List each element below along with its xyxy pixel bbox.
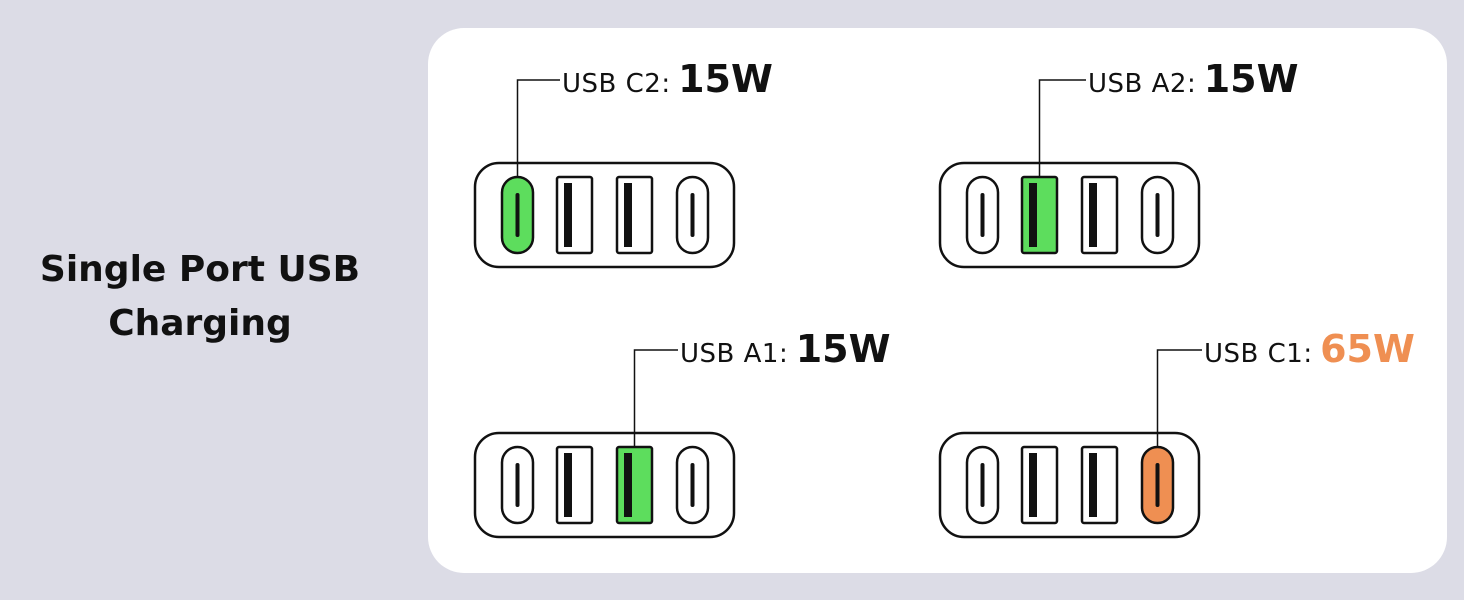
wattage-value: 15W <box>678 57 773 101</box>
usb-a-tongue <box>1029 453 1037 517</box>
usb-a-port <box>555 445 594 525</box>
leader-line <box>1156 349 1202 447</box>
usb-a-port <box>615 175 654 255</box>
usb-a-port <box>1080 175 1119 255</box>
usb-a-port <box>555 175 594 255</box>
wattage-value: 15W <box>1203 57 1299 101</box>
wattage-value: 15W <box>795 327 891 371</box>
usb-a-port <box>1020 445 1059 525</box>
usb-a-tongue <box>624 453 632 517</box>
usb-a-port <box>615 445 654 525</box>
callout-usb-a2: USB A2:15W <box>1088 57 1299 101</box>
usb-a-port <box>1080 445 1119 525</box>
callout-usb-c1: USB C1:65W <box>1204 327 1415 371</box>
leader-line <box>516 79 560 177</box>
section-title: Single Port USB Charging <box>0 243 400 351</box>
section-title-line-2: Charging <box>108 303 292 344</box>
callout-usb-c2: USB C2:15W <box>562 57 773 101</box>
usb-a-tongue <box>564 453 572 517</box>
usb-a-tongue <box>564 183 572 247</box>
port-label: USB C1 <box>1204 339 1304 369</box>
charger-body <box>473 161 736 269</box>
section-title-line-1: Single Port USB <box>39 249 361 290</box>
port-label: USB A1 <box>680 339 779 369</box>
charger-body <box>938 161 1201 269</box>
leader-line <box>633 349 678 447</box>
port-label: USB C2 <box>562 69 662 99</box>
charger-body <box>938 431 1201 539</box>
usb-a-tongue <box>1089 183 1097 247</box>
usb-a-tongue <box>624 183 632 247</box>
port-label: USB A2 <box>1088 69 1187 99</box>
callout-usb-a1: USB A1:15W <box>680 327 891 371</box>
usb-a-tongue <box>1089 453 1097 517</box>
charger-body <box>473 431 736 539</box>
usb-a-tongue <box>1029 183 1037 247</box>
leader-line <box>1038 79 1086 177</box>
usb-a-port <box>1020 175 1059 255</box>
wattage-value: 65W <box>1320 327 1415 371</box>
